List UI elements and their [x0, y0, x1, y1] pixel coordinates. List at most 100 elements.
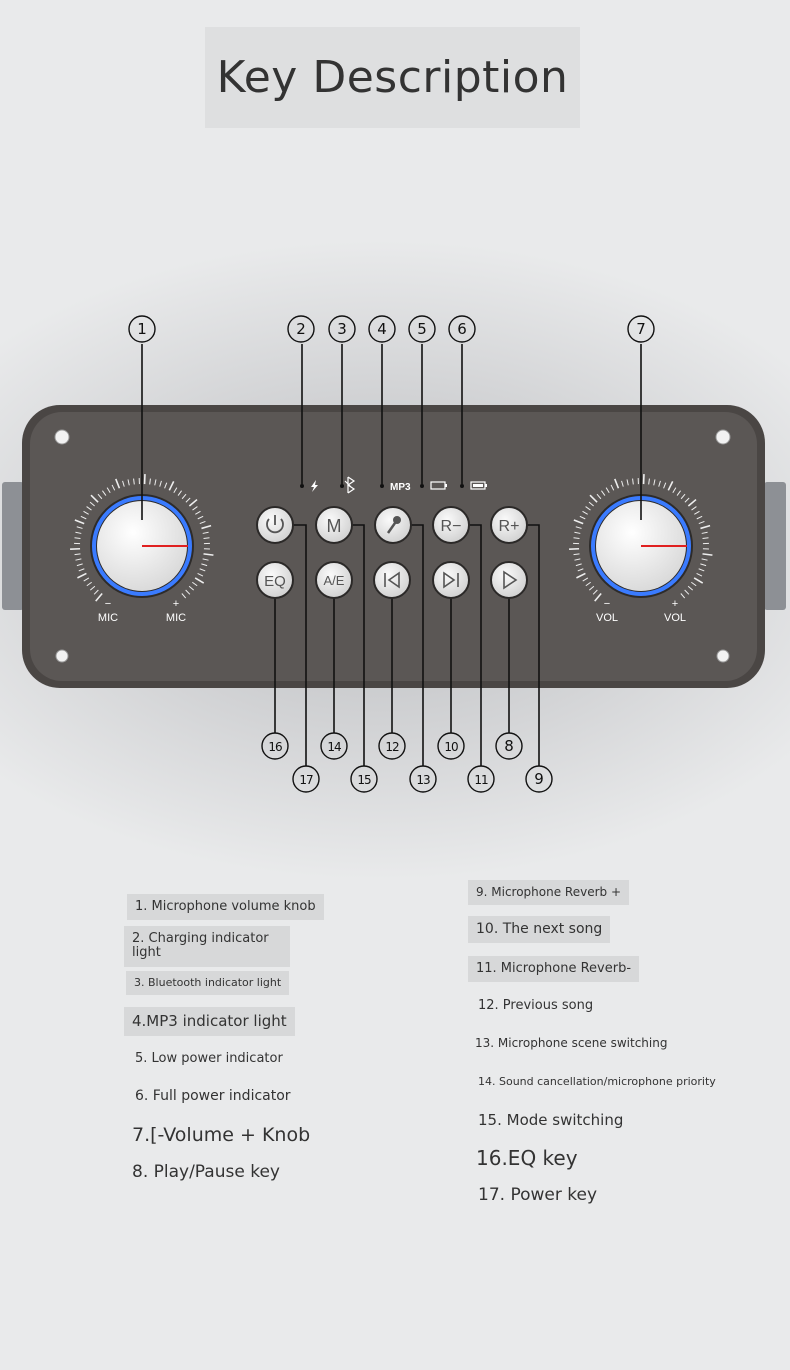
tick-mark [574, 531, 581, 534]
previous-button[interactable] [373, 561, 411, 599]
tick-mark [185, 497, 191, 503]
callout-circle [320, 732, 348, 760]
tick-mark [621, 480, 624, 487]
mp3-indicator-light [380, 484, 384, 488]
callout-number: 10 [444, 740, 458, 754]
tick-mark [83, 577, 90, 582]
tick-mark [149, 478, 151, 485]
vol-label: VOL [664, 612, 686, 624]
callout-circle [525, 765, 553, 793]
tick-mark [687, 498, 697, 507]
tick-mark [582, 577, 589, 582]
reverb-plus-button[interactable]: R+ [490, 506, 528, 544]
mode-button[interactable]: M [315, 506, 353, 544]
tick-mark [177, 490, 182, 496]
tick-mark [74, 519, 85, 525]
callout-7: 7 [627, 315, 655, 343]
tick-mark [663, 482, 667, 489]
tick-mark [684, 589, 690, 595]
mic-scene-button[interactable] [374, 506, 412, 544]
callout-8: 8 [495, 732, 523, 760]
tick-mark [127, 479, 130, 486]
callout-number: 14 [327, 740, 341, 754]
tick-mark [694, 510, 700, 515]
callout-5: 5 [408, 315, 436, 343]
callout-circle [467, 765, 495, 793]
tick-mark [687, 585, 694, 591]
ae-button[interactable]: A/E [315, 561, 353, 599]
tick-mark [181, 593, 187, 599]
power-button[interactable] [256, 506, 294, 544]
tick-mark [575, 563, 582, 567]
callout-number: 7 [636, 320, 646, 338]
reverb-minus-button[interactable]: R− [432, 506, 470, 544]
callout-13: 13 [409, 765, 437, 793]
tick-mark [691, 581, 697, 587]
left-handle [2, 482, 24, 610]
callout-number: 9 [534, 770, 544, 788]
tick-mark [181, 493, 187, 500]
tick-mark [574, 558, 581, 561]
tick-mark [159, 480, 162, 487]
callout-15: 15 [350, 765, 378, 793]
tick-mark [626, 479, 629, 486]
tick-mark [201, 524, 212, 530]
callout-circle [128, 315, 156, 343]
tick-mark [693, 577, 704, 584]
callout-circle [448, 315, 476, 343]
callout-number: 17 [299, 773, 313, 787]
tick-mark [589, 494, 598, 503]
callout-circle [368, 315, 396, 343]
callout-number: 1 [137, 320, 147, 338]
full-battery-icon [470, 481, 487, 490]
tick-mark [592, 589, 598, 595]
tick-mark [77, 572, 87, 579]
tick-mark [579, 515, 586, 520]
tick-mark [89, 501, 95, 507]
play-pause-button[interactable] [490, 561, 528, 599]
callout-number: 2 [296, 320, 306, 338]
callout-number: 12 [385, 740, 399, 754]
tick-mark [202, 531, 209, 534]
eq-label: EQ [264, 573, 286, 590]
mic-label: MIC [166, 612, 186, 624]
tick-mark [115, 478, 121, 489]
callout-circle [378, 732, 406, 760]
tick-mark [596, 493, 602, 500]
tick-mark [185, 589, 191, 595]
microphone-icon [386, 516, 401, 534]
callout-17: 17 [292, 765, 320, 793]
callout-number: 5 [417, 320, 427, 338]
tick-mark [696, 572, 703, 577]
tick-mark [585, 506, 591, 511]
callout-number: 3 [337, 320, 347, 338]
tick-mark [610, 484, 615, 491]
callout-6: 6 [448, 315, 476, 343]
callout-4: 4 [368, 315, 396, 343]
previous-icon [384, 571, 400, 589]
callout-10: 10 [437, 732, 465, 760]
tick-mark [192, 506, 198, 511]
tick-mark [194, 577, 205, 584]
callout-12: 12 [378, 732, 406, 760]
tick-mark [201, 563, 208, 567]
legend-item: 1. Microphone volume knob [127, 894, 324, 921]
tick-mark [93, 589, 99, 595]
callout-circle [350, 765, 378, 793]
full-power-indicator [460, 484, 464, 488]
tick-mark [667, 480, 674, 491]
tick-mark [585, 581, 591, 587]
callout-circle [328, 315, 356, 343]
eq-button[interactable]: EQ [256, 561, 294, 599]
legend-item: 13. Microphone scene switching [475, 1036, 668, 1050]
mic-volume-knob[interactable] [90, 494, 194, 598]
tick-mark [203, 553, 214, 556]
tick-mark [89, 585, 96, 591]
next-button[interactable] [432, 561, 470, 599]
legend-item: 2. Charging indicator light [124, 926, 290, 967]
tick-mark [702, 553, 713, 556]
tick-mark [672, 487, 677, 494]
tick-mark [701, 531, 708, 534]
volume-knob[interactable] [589, 494, 693, 598]
tick-mark [573, 537, 580, 539]
